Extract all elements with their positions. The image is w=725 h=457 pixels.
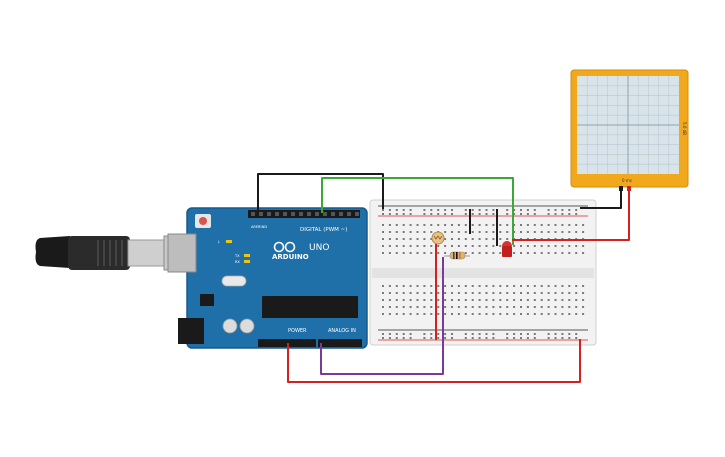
- tx-led-label: TX: [234, 254, 240, 258]
- analog-in-label: ANALOG IN: [328, 328, 356, 334]
- wire-red-5v[interactable]: [287, 339, 581, 383]
- wire-purple-a0[interactable]: [320, 257, 444, 375]
- digital-pwm-label: DIGITAL (PWM ~): [300, 227, 347, 233]
- red-led[interactable]: [502, 241, 512, 257]
- arduino-uno-board[interactable]: DIGITAL (PWM ~) ARDUINO UNO POWER ANALOG…: [167, 207, 368, 349]
- gnd-label: GND: [259, 225, 267, 229]
- wire-red-plotter[interactable]: [512, 190, 630, 241]
- aref-label: AREF: [251, 225, 260, 229]
- arduino-logo-icon: [273, 241, 296, 253]
- wire-green-signal[interactable]: [321, 177, 514, 245]
- breadboard-holes[interactable]: [382, 209, 585, 339]
- wire-black-plotter[interactable]: [580, 190, 622, 209]
- rx-led-label: RX: [235, 260, 240, 264]
- digital-header[interactable]: [248, 210, 360, 218]
- plotter-terminal-neg[interactable]: [619, 186, 623, 191]
- l-led-label: L: [218, 240, 220, 244]
- analog-header[interactable]: [318, 339, 362, 347]
- plotter-horizontal-label: 0 ms: [622, 178, 632, 183]
- breadboard[interactable]: [369, 199, 597, 346]
- arduino-brand-label: ARDUINO: [272, 253, 309, 261]
- wire-black-gnd[interactable]: [257, 173, 384, 213]
- uno-model-label: UNO: [309, 243, 329, 253]
- plotter-vertical-label: 5.0 dB: [682, 122, 687, 135]
- plotter-terminal-pos[interactable]: [627, 186, 631, 191]
- photoresistor[interactable]: [431, 231, 445, 245]
- signal-plotter[interactable]: 5.0 dB 0 ms: [570, 69, 689, 191]
- atmega-chip: [262, 296, 358, 318]
- resistor[interactable]: [444, 251, 470, 260]
- power-label: POWER: [288, 328, 307, 334]
